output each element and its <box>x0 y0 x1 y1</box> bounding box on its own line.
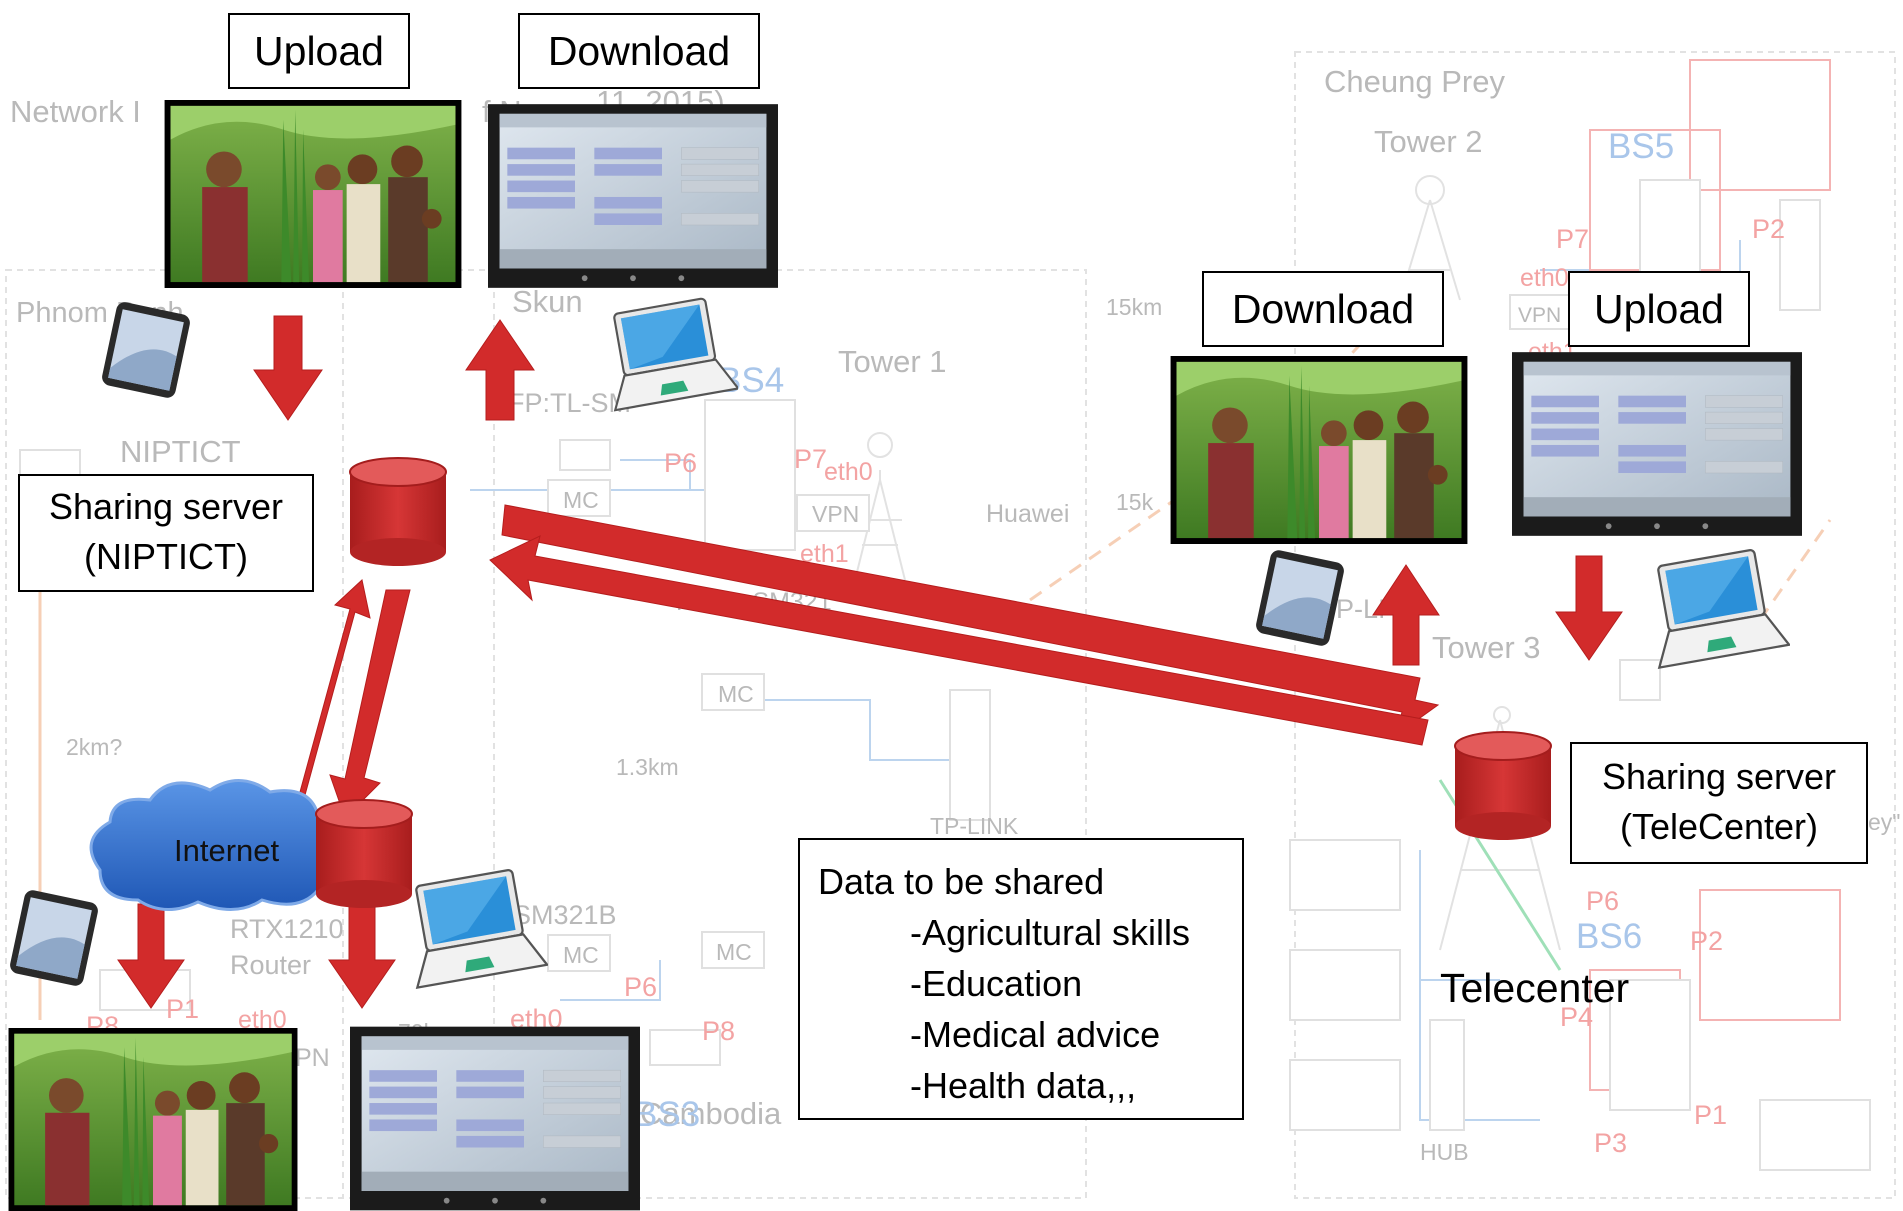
bg-hub: HUB <box>1420 1139 1469 1165</box>
bg-15km: 15km <box>1106 294 1162 320</box>
bg-niptict: NIPTICT <box>120 434 241 469</box>
bg-p7: P7 <box>794 444 827 474</box>
bg-p2-r: P2 <box>1752 214 1785 244</box>
bg-vpn-r: VPN <box>1518 304 1561 327</box>
bg-cambodia: Cambodia <box>640 1096 782 1131</box>
download-label-left: Download <box>518 13 760 89</box>
arrow-niptict-to-telecenter <box>501 504 1440 729</box>
bg-mc-2: MC <box>718 681 754 707</box>
tablet-icon-telecenter <box>1254 548 1346 648</box>
arrow-telecenter-to-niptict <box>489 535 1429 746</box>
bg-p3-r: P3 <box>1594 1128 1627 1158</box>
bg-p7-r: P7 <box>1556 224 1589 254</box>
upload-label-left: Upload <box>228 13 410 89</box>
data-box-item-agricultural: -Agricultural skills <box>910 912 1191 953</box>
arrow-internet-down-right <box>328 903 396 1009</box>
laptop-icon-telecenter <box>1640 548 1790 669</box>
database-icon-internet <box>315 799 413 908</box>
background-network: Network I f N 11, 2015) Phnom Penh NIPTI… <box>5 51 1900 1199</box>
bg-pn: PN <box>295 1044 330 1072</box>
bg-ey: ey" <box>1868 809 1900 835</box>
photo-icon-download-right <box>1170 356 1468 544</box>
arrow-upload-down-left <box>253 315 323 421</box>
download-label-right: Download <box>1202 271 1444 347</box>
bg-tower1: Tower 1 <box>838 344 947 379</box>
bg-cheung-prey: Cheung Prey <box>1324 64 1505 99</box>
bg-p6: P6 <box>664 448 697 478</box>
arrow-internet-up <box>281 579 371 796</box>
bg-p8-b: P8 <box>702 1016 735 1046</box>
bg-tower3: Tower 3 <box>1432 630 1541 665</box>
telecenter-label: Telecenter <box>1440 965 1629 1011</box>
sharing-server-niptict-label: Sharing server (NIPTICT) <box>18 474 314 592</box>
tablet-screenshot-icon-download-left <box>488 104 778 288</box>
bg-p2-r2: P2 <box>1690 926 1723 956</box>
bg-skun: Skun <box>512 284 583 319</box>
bg-tower2: Tower 2 <box>1374 124 1483 159</box>
database-icon-niptict <box>349 457 447 566</box>
bg-bs3: BS3 <box>634 1095 700 1134</box>
arrow-telecenter-up <box>1372 564 1440 666</box>
sharing-server-telecenter-label: Sharing server (TeleCenter) <box>1570 742 1868 864</box>
bg-vpn: VPN <box>812 501 859 527</box>
upload-label-right: Upload <box>1568 271 1750 347</box>
bg-huawei: Huawei <box>986 500 1069 528</box>
data-box-item-education: -Education <box>910 963 1083 1004</box>
bg-title: Network I <box>10 94 141 129</box>
bg-1-3km: 1.3km <box>616 754 679 780</box>
photo-icon-upload-left <box>164 100 462 288</box>
data-box-item-medical: -Medical advice <box>910 1014 1161 1055</box>
bg-p6-b: P6 <box>624 972 657 1002</box>
bg-2km: 2km? <box>66 734 122 760</box>
bg-eth0-r: eth0 <box>1520 264 1569 292</box>
bg-fp-tl-sm: FP:TL-SM <box>508 388 631 418</box>
bg-15k: 15k <box>1116 489 1154 515</box>
arrow-download-up-left <box>465 319 535 421</box>
data-box-title: Data to be shared <box>818 861 1105 902</box>
tablet-icon-internet <box>8 888 100 988</box>
bg-p4-r: P4 <box>1560 1002 1593 1032</box>
flow-arrows <box>117 315 1623 1009</box>
sharing-server-telecenter-line2: (TeleCenter) <box>1619 806 1819 847</box>
bg-mc-1: MC <box>563 487 599 513</box>
photo-icon-bottom-left <box>8 1028 298 1211</box>
sharing-server-niptict-line1: Sharing server <box>48 486 284 527</box>
data-box-item-health: -Health data,,, <box>910 1065 1137 1106</box>
arrow-internet-down-left <box>117 903 185 1009</box>
bg-tp-link: TP-LINK <box>930 813 1019 839</box>
bg-mc-3: MC <box>563 942 599 968</box>
bg-p1-left: P1 <box>166 994 199 1024</box>
tablet-screenshot-icon-upload-right <box>1512 352 1802 536</box>
laptop-icon-skun <box>598 296 738 412</box>
bg-p1-r: P1 <box>1694 1100 1727 1130</box>
bg-bs5: BS5 <box>1608 127 1674 166</box>
tablet-screenshot-icon-bottom <box>350 1026 640 1211</box>
sharing-server-telecenter-line1: Sharing server <box>1601 756 1837 797</box>
internet-label: Internet <box>174 833 280 868</box>
arrow-upload-down-right <box>1555 555 1623 661</box>
bg-p6-r: P6 <box>1586 886 1619 916</box>
sharing-server-niptict-line2: (NIPTICT) <box>84 536 248 577</box>
bg-mc-4: MC <box>716 939 752 965</box>
data-to-be-shared-box: Data to be shared -Agricultural skills -… <box>798 838 1244 1120</box>
bg-router: Router <box>230 950 311 980</box>
bg-bs6: BS6 <box>1576 917 1642 956</box>
bg-rtx1210: RTX1210 <box>230 914 344 944</box>
database-icon-telecenter <box>1454 731 1552 840</box>
bg-eth0: eth0 <box>824 458 873 486</box>
